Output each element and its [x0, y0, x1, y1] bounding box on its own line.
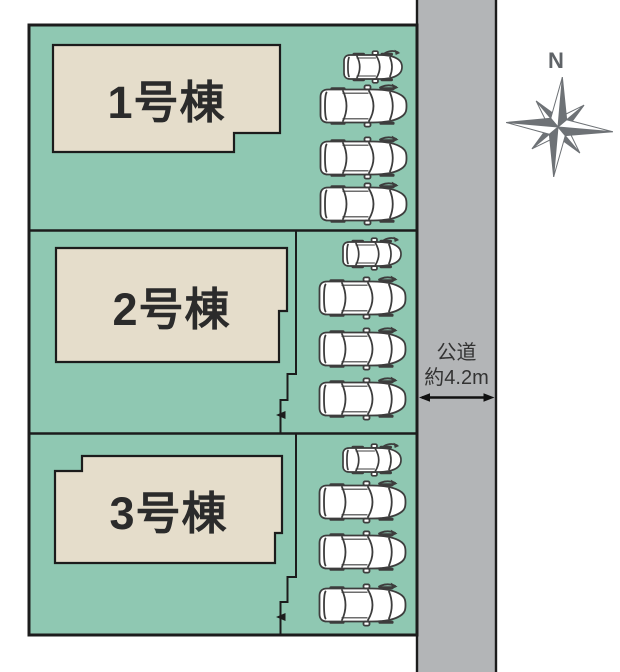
car-icon [317, 325, 408, 372]
compass-rose-icon [506, 77, 613, 177]
road-surface [416, 0, 497, 672]
building-2-label-box: 2号棟 [56, 248, 287, 362]
entrance-arrow-plot-3 [276, 613, 286, 621]
building-2-shape [54, 246, 289, 364]
building-3-label: 3号棟 [109, 488, 228, 539]
car-icon [317, 478, 408, 525]
building-3-shape [53, 454, 284, 565]
building-1-label-box: 1号棟 [53, 45, 280, 152]
car-icon [317, 580, 408, 628]
car-icon [317, 274, 408, 321]
building-1-label: 1号棟 [107, 77, 226, 128]
parking-separator-plot-3 [279, 434, 297, 634]
car-icon [318, 134, 409, 181]
parking-separator-plot-2 [279, 231, 297, 433]
building-1-shape [51, 43, 282, 154]
road-width-label: 公道 約4.2m [416, 337, 497, 395]
car-icon [317, 527, 408, 575]
north-label: N [548, 48, 564, 73]
entrance-arrow-plot-2 [276, 411, 286, 419]
building-2-label: 2号棟 [112, 283, 231, 335]
car-icon [317, 375, 408, 422]
car-icon [318, 180, 409, 227]
road-type-text: 公道 [436, 342, 477, 364]
road-width-text: 約4.2m [424, 367, 489, 389]
road-width-arrow [419, 393, 495, 402]
building-3-label-box: 3号棟 [55, 456, 282, 563]
car-icon [318, 81, 409, 129]
